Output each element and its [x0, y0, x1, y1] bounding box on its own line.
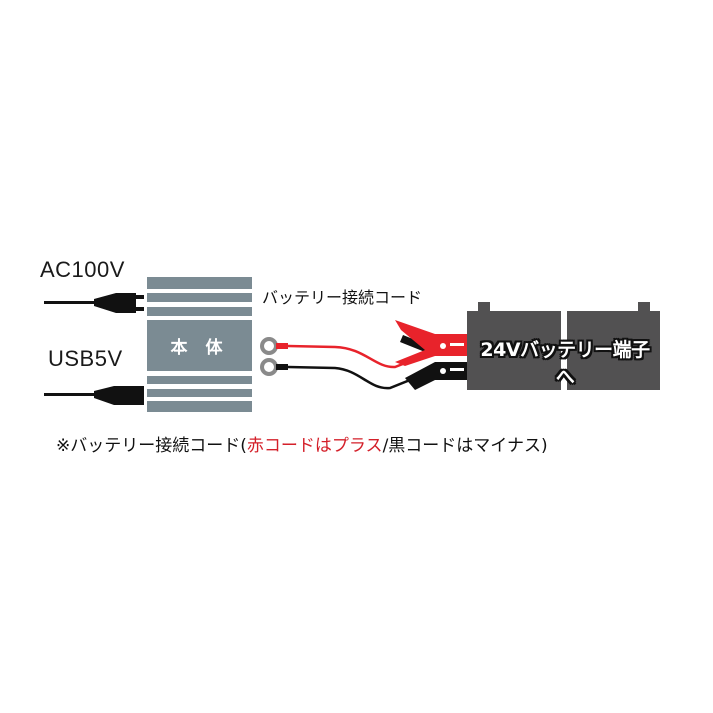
unit-stripe: [147, 277, 252, 289]
unit-stripe: [147, 307, 252, 316]
ac100v-label: AC100V: [40, 257, 125, 282]
note-prefix: ※バッテリー接続コード(: [56, 436, 247, 456]
battery-cell-left: [467, 311, 561, 390]
battery-cable-diagram: [260, 320, 467, 390]
unit-stripe: [147, 389, 252, 397]
note-suffix: /黒コードはマイナス): [382, 436, 548, 456]
ac-plug-icon: [44, 293, 144, 313]
cable-title: バッテリー接続コード: [262, 288, 423, 307]
battery-terminal: [478, 302, 490, 312]
unit-stripe: [147, 376, 252, 384]
unit-stripe: [147, 401, 252, 412]
usb-plug-icon: [44, 386, 144, 405]
battery-terminal: [638, 302, 650, 312]
battery-label: 24Vバッテリー端子へ: [480, 339, 650, 388]
cable-color-note: ※バッテリー接続コード(赤コードはプラス/黒コードはマイナス): [56, 431, 548, 456]
battery-cell-right: [567, 311, 660, 390]
alligator-clip-icon: [395, 320, 467, 390]
main-unit-label: 本 体: [147, 320, 252, 371]
note-red-plus: 赤コードはプラス: [246, 436, 383, 456]
unit-stripe: [147, 293, 252, 302]
usb5v-label: USB5V: [48, 346, 123, 371]
ring-terminal-icon: [260, 337, 288, 376]
